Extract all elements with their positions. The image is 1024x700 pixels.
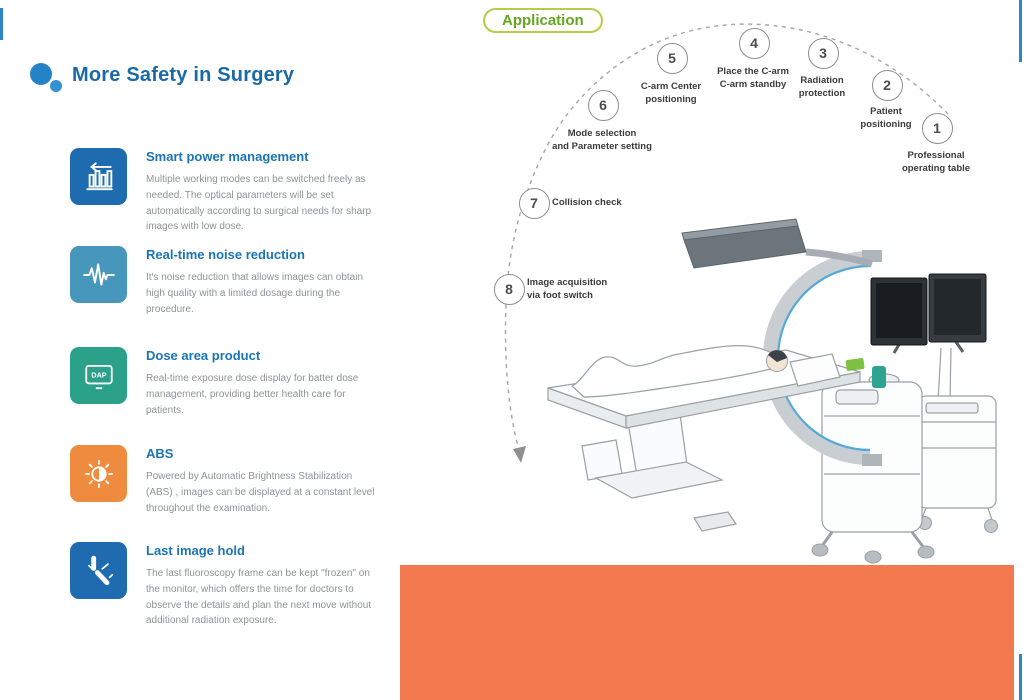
feature-description: Real-time exposure dose display for batt…: [146, 373, 359, 416]
top-left-accent-line: [0, 8, 3, 40]
feature-item: Real-time noise reduction It's noise red…: [70, 246, 379, 317]
feature-item: ABS Powered by Automatic Brightness Stab…: [70, 445, 379, 516]
workflow-step-1: 1: [921, 112, 953, 144]
workflow-step-5: 5: [656, 42, 688, 74]
workflow-step-4: 4: [738, 27, 770, 59]
feature-title: ABS: [146, 446, 174, 461]
feature-title: Real-time noise reduction: [146, 247, 305, 262]
feature-description: Multiple working modes can be switched f…: [146, 174, 372, 233]
workflow-step-7: 7: [518, 187, 550, 219]
feature-item: DAP Dose area product Real-time exposure…: [70, 347, 379, 418]
feature-text: Real-time noise reduction It's noise red…: [146, 246, 379, 317]
top-right-accent-line: [1019, 0, 1022, 62]
feature-title: Smart power management: [146, 149, 309, 164]
feature-title: Dose area product: [146, 348, 261, 363]
noise-waveform-icon: [70, 246, 127, 303]
workflow-step-2-label: Patient positioning: [860, 106, 912, 130]
footer-orange-band: [400, 565, 1014, 700]
svg-text:DAP: DAP: [91, 370, 106, 379]
feature-text: ABS Powered by Automatic Brightness Stab…: [146, 445, 379, 516]
feature-text: Dose area product Real-time exposure dos…: [146, 347, 379, 418]
power-bars-icon: [70, 148, 127, 205]
bone-joint-icon: [70, 542, 127, 599]
workflow-step-1-label: Professional operating table: [901, 150, 971, 174]
c-arm-system-illustration: [547, 218, 998, 564]
feature-description: It's noise reduction that allows images …: [146, 272, 364, 315]
feature-item: Smart power management Multiple working …: [70, 148, 379, 235]
workflow-step-5-label: C-arm Center positioning: [640, 81, 702, 105]
workflow-step-7-label: Collision check: [552, 197, 622, 208]
logo-dot-small-icon: [50, 80, 62, 92]
feature-item: Last image hold The last fluoroscopy fra…: [70, 542, 379, 629]
workflow-step-4-label: Place the C-arm C-arm standby: [717, 66, 789, 90]
feature-description: The last fluoroscopy frame can be kept "…: [146, 568, 372, 627]
workflow-step-6-label: Mode selection and Parameter setting: [552, 128, 652, 152]
bottom-right-accent-line: [1019, 654, 1022, 700]
feature-description: Powered by Automatic Brightness Stabiliz…: [146, 471, 375, 514]
workflow-step-2: 2: [871, 69, 903, 101]
brightness-abs-icon: [70, 445, 127, 502]
feature-text: Last image hold The last fluoroscopy fra…: [146, 542, 379, 629]
workflow-step-8-label: Image acquisition via foot switch: [527, 277, 608, 301]
feature-title: Last image hold: [146, 543, 245, 558]
page-title: More Safety in Surgery: [72, 64, 295, 86]
dap-monitor-icon: DAP: [70, 347, 127, 404]
workflow-step-8: 8: [493, 273, 525, 305]
workflow-step-6: 6: [587, 89, 619, 121]
feature-text: Smart power management Multiple working …: [146, 148, 379, 235]
application-badge: Application: [483, 8, 603, 33]
workflow-step-3: 3: [807, 37, 839, 69]
logo-dot-icon: [30, 63, 52, 85]
